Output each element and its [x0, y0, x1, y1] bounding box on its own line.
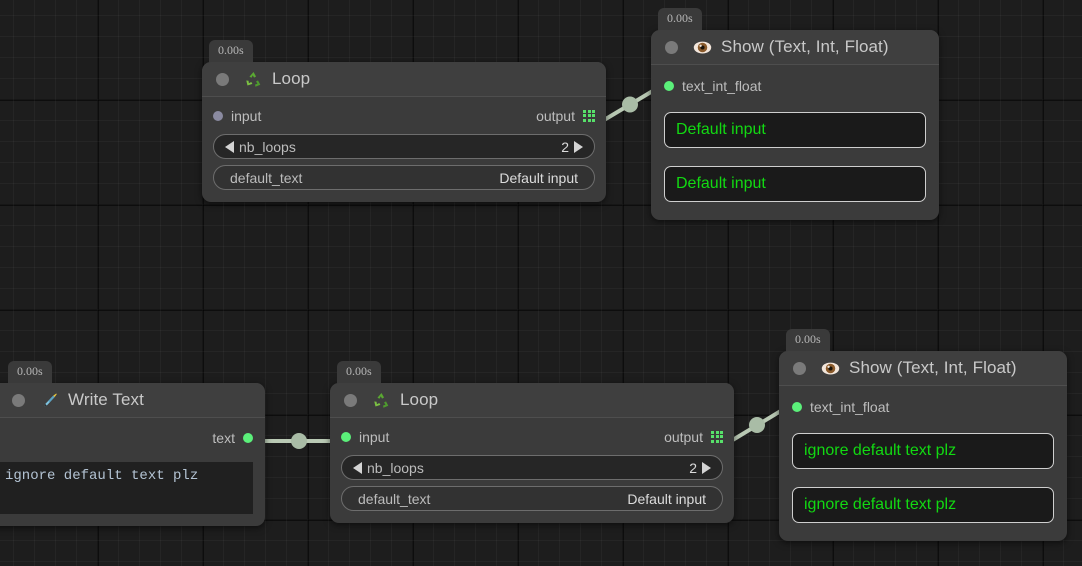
field-value[interactable]: 2 [689, 459, 697, 476]
field-value[interactable]: Default input [499, 169, 578, 186]
node-time-badge: 0.00s [786, 329, 830, 351]
node-time-badge: 0.00s [209, 40, 253, 62]
output-port-label: output [664, 428, 703, 445]
node-status-dot[interactable] [793, 361, 806, 375]
display-box[interactable]: ignore default text plz [792, 487, 1054, 523]
field-label: nb_loops [239, 138, 296, 155]
field-value[interactable]: Default input [627, 490, 706, 507]
node-title: Show (Text, Int, Float) [721, 37, 889, 56]
node-time-badge: 0.00s [8, 361, 52, 383]
node-loop-top[interactable]: 0.00s Loop input output nb_loops 2 defau… [202, 40, 606, 202]
input-port-dot[interactable] [792, 401, 802, 412]
editor-content[interactable]: ignore default text plz [5, 468, 199, 484]
input-port-dot[interactable] [341, 431, 351, 442]
field-label: default_text [230, 169, 303, 186]
grid-icon[interactable] [711, 430, 723, 443]
node-show-top[interactable]: 0.00s Show (Text, Int, Float) text_int_f… [651, 8, 939, 220]
input-port-dot[interactable] [664, 80, 674, 91]
recycle-icon [246, 71, 261, 87]
node-header[interactable]: Write Text [0, 383, 265, 418]
display-box[interactable]: ignore default text plz [792, 433, 1054, 469]
node-status-dot[interactable] [12, 393, 25, 407]
node-body: text_int_float ignore default text plz i… [779, 386, 1067, 541]
node-time-badge: 0.00s [658, 8, 702, 30]
field-label: nb_loops [367, 459, 424, 476]
node-title: Write Text [68, 390, 144, 409]
field-label: default_text [358, 490, 431, 507]
node-body: text_int_float Default input Default inp… [651, 65, 939, 220]
eye-icon [693, 41, 712, 53]
field-nb-loops[interactable]: nb_loops 2 [341, 455, 723, 480]
node-show-bottom[interactable]: 0.00s Show (Text, Int, Float) text_int_f… [779, 329, 1067, 541]
input-port-label: input [231, 107, 262, 124]
text-editor[interactable]: ignore default text plz [0, 462, 253, 514]
node-loop-bottom[interactable]: 0.00s Loop input output nb_loops 2 defau… [330, 361, 734, 523]
output-port-dot[interactable] [243, 433, 253, 443]
node-status-dot[interactable] [665, 40, 678, 54]
recycle-icon [374, 392, 389, 408]
input-port-dot[interactable] [213, 110, 223, 121]
pen-icon [44, 393, 57, 407]
node-time-badge: 0.00s [337, 361, 381, 383]
decrement-arrow-icon[interactable] [225, 140, 234, 153]
increment-arrow-icon[interactable] [702, 461, 711, 474]
field-default-text[interactable]: default_text Default input [341, 486, 723, 511]
field-value[interactable]: 2 [561, 138, 569, 155]
node-title: Show (Text, Int, Float) [849, 358, 1017, 377]
input-port-label: input [359, 428, 390, 445]
port-row: text_int_float [792, 394, 1054, 419]
eye-icon [821, 362, 840, 374]
node-body: text ignore default text plz [0, 418, 265, 526]
node-title: Loop [272, 69, 311, 88]
display-box[interactable]: Default input [664, 112, 926, 148]
output-port-label: output [536, 107, 575, 124]
display-box[interactable]: Default input [664, 166, 926, 202]
field-nb-loops[interactable]: nb_loops 2 [213, 134, 595, 159]
node-status-dot[interactable] [344, 393, 357, 407]
port-row: text [0, 424, 253, 452]
increment-arrow-icon[interactable] [574, 140, 583, 153]
port-row: text_int_float [664, 73, 926, 98]
node-title: Loop [400, 390, 439, 409]
node-body: input output nb_loops 2 default_text Def… [330, 418, 734, 523]
decrement-arrow-icon[interactable] [353, 461, 362, 474]
node-header[interactable]: Loop [202, 62, 606, 97]
node-body: input output nb_loops 2 default_text Def… [202, 97, 606, 202]
input-port-label: text_int_float [682, 77, 762, 94]
port-row: input output [213, 103, 595, 128]
node-header[interactable]: Loop [330, 383, 734, 418]
port-row: input output [341, 424, 723, 449]
node-write-text[interactable]: 0.00s Write Text text ignore default tex… [0, 361, 265, 526]
grid-icon[interactable] [583, 109, 595, 122]
input-port-label: text_int_float [810, 398, 890, 415]
field-default-text[interactable]: default_text Default input [213, 165, 595, 190]
node-status-dot[interactable] [216, 72, 229, 86]
node-header[interactable]: Show (Text, Int, Float) [651, 30, 939, 65]
node-header[interactable]: Show (Text, Int, Float) [779, 351, 1067, 386]
output-port-label: text [212, 430, 235, 446]
